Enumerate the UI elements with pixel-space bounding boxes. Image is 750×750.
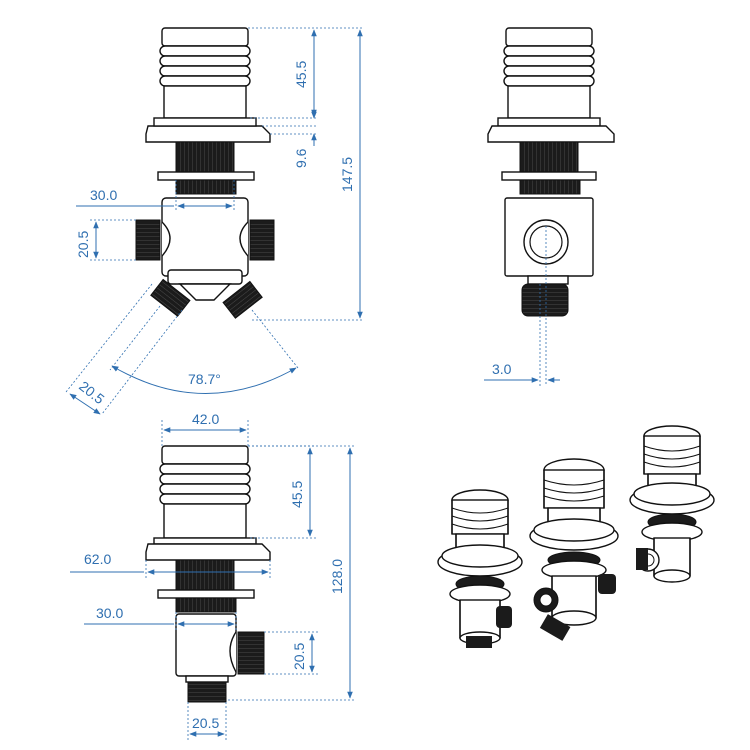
bottom-side-port [237, 631, 265, 675]
side-flange [487, 125, 615, 143]
dim-front-flange: 9.6 [293, 148, 309, 168]
front-right-port [249, 219, 275, 261]
bottom-view: 42.0 45.5 128.0 62.0 30.0 20.5 20.5 [70, 411, 354, 740]
front-thread [175, 141, 235, 173]
dim-bottom-body-width: 30.0 [96, 605, 123, 621]
bottom-flange [145, 543, 271, 561]
dim-front-body-width: 30.0 [90, 187, 117, 203]
front-nut [157, 171, 255, 181]
side-bottom-outlet [521, 283, 569, 317]
side-knob [503, 27, 595, 119]
iso-valve-1 [437, 489, 523, 648]
front-knob [159, 27, 251, 119]
dim-bottom-flange-width: 62.0 [84, 551, 111, 567]
side-thread [519, 141, 579, 173]
dim-bottom-outlet: 20.5 [192, 715, 219, 731]
dim-front-total-height: 147.5 [339, 157, 355, 192]
bottom-body [175, 613, 237, 677]
dim-front-top-height: 45.5 [293, 61, 309, 88]
iso-valve-3 [629, 425, 715, 583]
bottom-thread [175, 559, 235, 591]
bottom-knob [159, 445, 251, 539]
isometric-views [437, 425, 715, 648]
dim-front-side-port: 20.5 [75, 231, 91, 258]
iso-valve-2 [529, 458, 619, 641]
dim-bottom-cap-width: 42.0 [192, 411, 219, 427]
front-left-port [135, 219, 161, 261]
front-body [161, 197, 249, 277]
front-view: 45.5 9.6 147.5 30.0 20.5 78.7° 20.5 [65, 27, 364, 415]
dim-bottom-side-port: 20.5 [291, 643, 307, 670]
bottom-outlet [187, 681, 227, 703]
dim-front-angled-port: 20.5 [76, 378, 107, 408]
front-angled-ports [150, 269, 263, 319]
dim-side-offset: 3.0 [492, 361, 512, 377]
side-view: 3.0 [484, 27, 615, 386]
front-flange [145, 125, 271, 143]
dim-bottom-top-height: 45.5 [289, 481, 305, 508]
dim-bottom-total-height: 128.0 [329, 559, 345, 594]
dim-front-angle: 78.7° [188, 371, 221, 387]
